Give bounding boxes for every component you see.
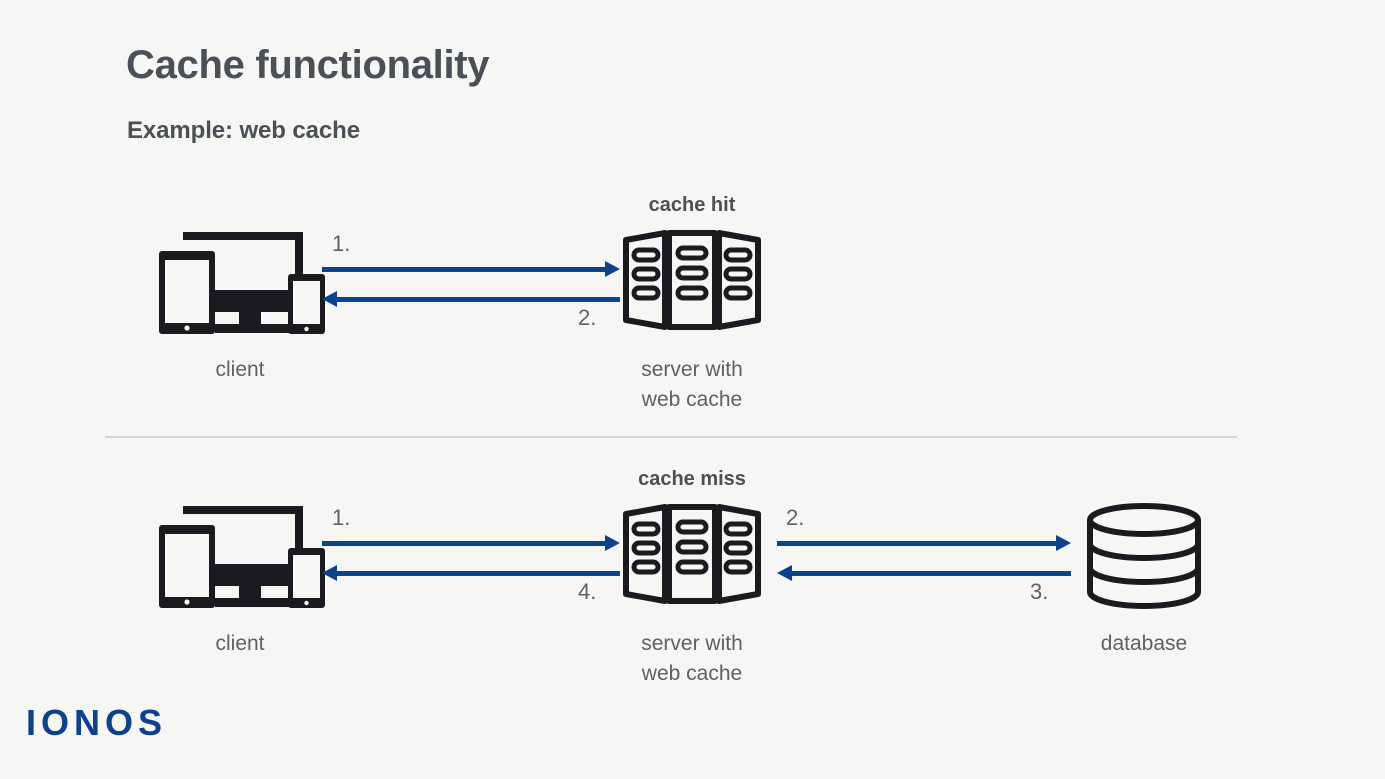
client-caption-row1: client: [215, 358, 265, 381]
client-devices-icon: [155, 502, 325, 612]
step-label-2-row1: 2.: [578, 305, 597, 330]
arrow-head-left: [322, 291, 337, 307]
database-caption-row2: database: [1100, 632, 1188, 655]
step-label-1-row1: 1.: [332, 231, 351, 256]
step-label-1-row2: 1.: [332, 505, 351, 530]
arrow-client-to-server-row1: [322, 258, 620, 280]
arrow-head-left: [777, 565, 792, 581]
server-caption-line2-row1: web cache: [641, 388, 743, 411]
page-title: Cache functionality: [126, 43, 490, 87]
arrow-shaft: [335, 297, 620, 302]
step-label-4-row2: 4.: [578, 579, 597, 604]
server-rack-icon: [621, 502, 763, 606]
step-label-3-row2: 3.: [1030, 579, 1049, 604]
server-rack-icon: [621, 228, 763, 332]
arrow-head-right: [1056, 535, 1071, 551]
ionos-logo: IONOS: [26, 702, 168, 743]
server-caption-line1-row2: server with: [641, 632, 743, 655]
arrow-shaft: [777, 541, 1058, 546]
arrow-shaft: [322, 267, 607, 272]
arrow-shaft: [790, 571, 1071, 576]
client-caption-row2: client: [215, 632, 265, 655]
client-devices-icon: [155, 228, 325, 338]
arrow-head-right: [605, 535, 620, 551]
arrow-shaft: [322, 541, 607, 546]
arrow-head-left: [322, 565, 337, 581]
row-heading-cache-hit: cache hit: [648, 194, 736, 216]
page-subtitle: Example: web cache: [127, 117, 360, 144]
arrow-server-to-client-row1: [322, 288, 620, 310]
section-divider: [105, 436, 1237, 438]
arrow-client-to-server-row2: [322, 532, 620, 554]
arrow-server-to-database-row2: [777, 532, 1071, 554]
arrow-shaft: [335, 571, 620, 576]
server-caption-line2-row2: web cache: [641, 662, 743, 685]
server-caption-line1-row1: server with: [641, 358, 743, 381]
row-heading-cache-miss: cache miss: [638, 468, 746, 490]
arrow-database-to-server-row2: [777, 562, 1071, 584]
step-label-2-row2: 2.: [786, 505, 805, 530]
database-cylinder-icon: [1084, 502, 1204, 612]
arrow-head-right: [605, 261, 620, 277]
arrow-server-to-client-row2: [322, 562, 620, 584]
